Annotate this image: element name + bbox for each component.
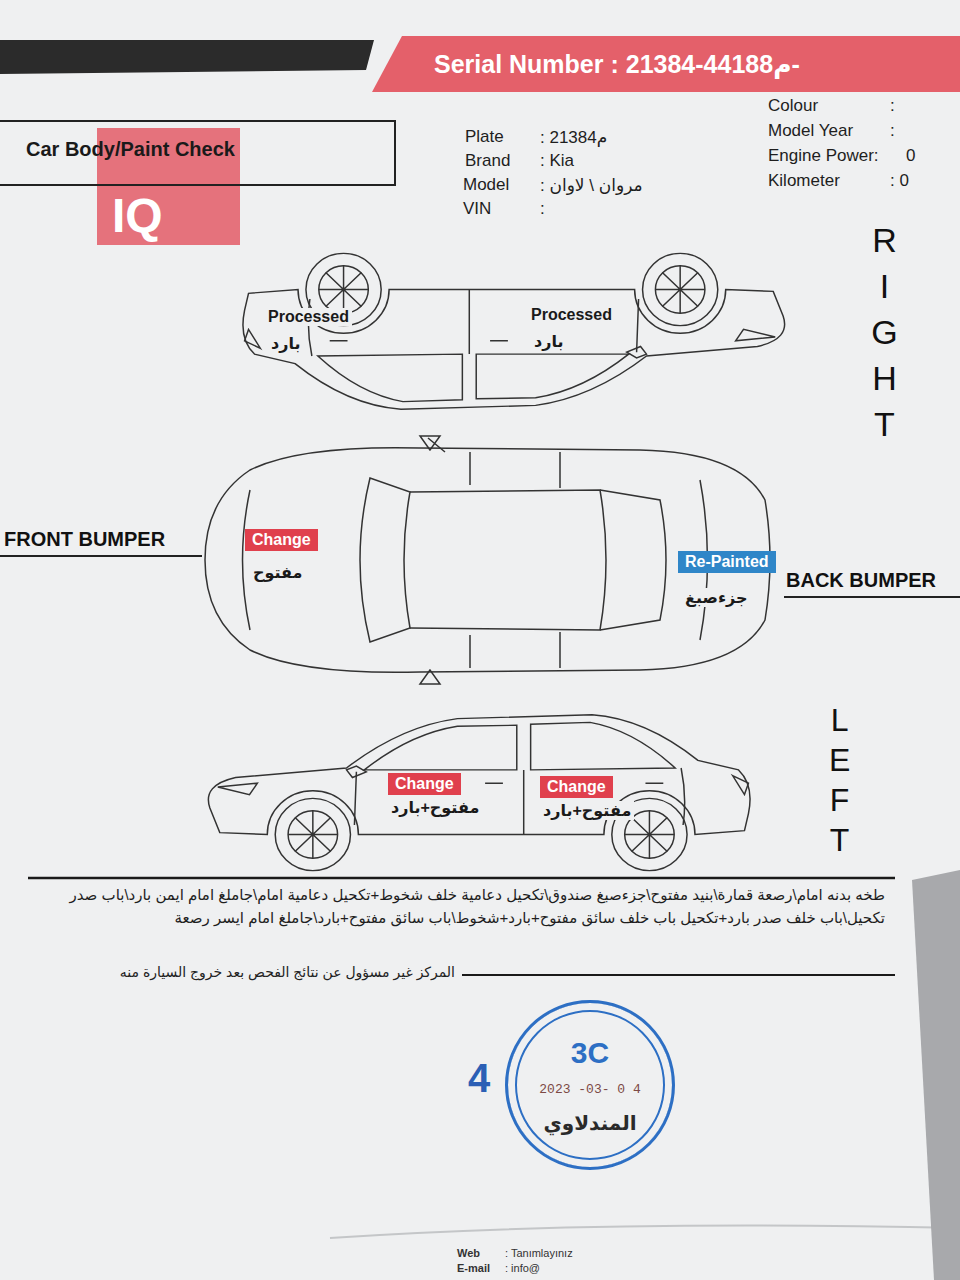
paper-fold: [330, 1226, 960, 1238]
hood-line: [243, 480, 708, 640]
repainted-tag: Re-Painted: [678, 551, 776, 573]
underline: [784, 596, 960, 598]
inspection-stamp: 3C 2023 -03- 0 4 المندلاوي: [505, 1000, 675, 1170]
change-tag: Change: [245, 529, 318, 551]
condition-note: مفتوح: [250, 563, 306, 582]
underline: [0, 555, 202, 557]
inspection-notes: طخه بدنه امام\رصعة قمارة\بنيد مفتوح\جزءص…: [45, 884, 885, 929]
field-name: Model Year: [768, 121, 853, 141]
tag-text: Change: [252, 530, 311, 550]
watermark: IQ: [112, 188, 163, 243]
separator-line: [462, 974, 895, 976]
condition-note: Processed: [265, 308, 352, 326]
table-edge: [912, 870, 960, 1280]
top-view-car: [205, 436, 770, 684]
tag-text: Change: [547, 777, 606, 797]
separator-line: [28, 877, 895, 880]
serial-number-band: Serial Number : م44188-21384-: [372, 36, 960, 92]
disclaimer: المركز غير مسؤول عن نتائج الفحص بعد خروج…: [55, 962, 455, 984]
field-value: :: [890, 96, 895, 116]
footer-field: E-mail: [457, 1262, 490, 1274]
right-side-car: [243, 253, 785, 409]
condition-note: جزءصبغ: [682, 588, 751, 607]
rear-window: [600, 490, 666, 630]
side-label: RIGHT: [870, 218, 899, 447]
roof: [410, 490, 606, 630]
condition-note: بارد: [268, 334, 303, 353]
tag-text: Re-Painted: [685, 552, 769, 572]
field-value: : مروان \ لاوان: [540, 175, 643, 196]
page-number: 4: [468, 1058, 490, 1098]
field-value: :: [540, 199, 545, 219]
field-value: :: [890, 121, 895, 141]
field-value: : م21384: [540, 127, 607, 148]
field-name: VIN: [463, 199, 491, 219]
field-name: Plate: [465, 127, 504, 147]
stamp-date: 2023 -03- 0 4: [539, 1082, 640, 1097]
field-name: Model: [463, 175, 509, 195]
stamp-code: 3C: [571, 1036, 609, 1070]
field-name: Brand: [465, 151, 510, 171]
change-tag: Change: [540, 776, 613, 798]
field-name: Colour: [768, 96, 818, 116]
condition-note: مفتوح+بارد: [388, 798, 482, 817]
mirror: [420, 436, 445, 684]
car-body: [205, 448, 770, 673]
field-name: Kilometer: [768, 171, 840, 191]
condition-note: Processed: [528, 306, 615, 324]
section-title-box: Car Body/Paint Check: [0, 120, 396, 186]
footer-value: : Tanımlayınız: [505, 1247, 573, 1259]
field-name: Engine Power:: [768, 146, 879, 166]
condition-note: بارد: [531, 332, 566, 351]
tag-text: Change: [395, 774, 454, 794]
field-value: : Kia: [540, 151, 574, 171]
section-title: Car Body/Paint Check: [26, 138, 386, 161]
bumper-label: BACK BUMPER: [786, 569, 936, 592]
change-tag: Change: [388, 773, 461, 795]
field-value: 0: [906, 146, 915, 166]
footer-value: : info@: [505, 1262, 540, 1274]
bumper-label: FRONT BUMPER: [4, 528, 165, 551]
serial-number: Serial Number : م44188-21384-: [434, 36, 960, 92]
windshield: [360, 478, 410, 642]
door-line: [470, 452, 560, 668]
header-bar: [0, 40, 374, 74]
condition-note: مفتوح+بارد: [540, 801, 634, 820]
field-value: : 0: [890, 171, 909, 191]
footer-field: Web: [457, 1247, 480, 1259]
side-label: LEFT: [826, 700, 853, 860]
left-side-car: [208, 715, 750, 871]
stamp-name: المندلاوي: [543, 1111, 636, 1135]
